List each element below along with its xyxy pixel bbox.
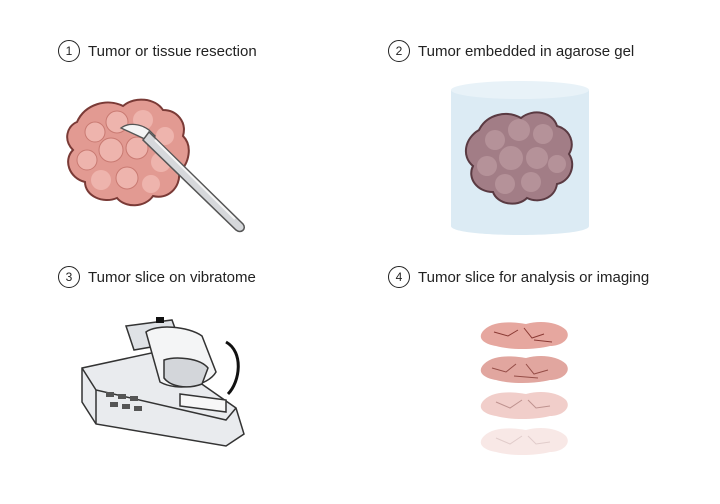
step-3-number: 3	[58, 266, 80, 288]
agarose-embedding-illustration	[451, 81, 589, 235]
tumor-slice-icon-1	[480, 322, 568, 349]
scalpel-icon	[119, 123, 246, 233]
tumor-slices-illustration	[480, 322, 568, 455]
step-1-label: 1 Tumor or tissue resection	[58, 40, 257, 62]
step-1-number: 1	[58, 40, 80, 62]
tumor-slice-icon-2	[480, 356, 568, 383]
vibratome-illustration	[81, 317, 245, 447]
tumor-slice-icon-4	[480, 428, 568, 455]
step-3-text: Tumor slice on vibratome	[88, 268, 256, 286]
step-2-text: Tumor embedded in agarose gel	[418, 42, 635, 60]
step-3-label: 3 Tumor slice on vibratome	[58, 266, 256, 288]
step-4-text: Tumor slice for analysis or imaging	[418, 268, 650, 286]
tumor-resection-illustration	[66, 98, 246, 233]
step-1-text: Tumor or tissue resection	[88, 42, 257, 60]
embedded-tumor-icon	[464, 111, 574, 205]
step-4-number: 4	[388, 266, 410, 288]
step-2-label: 2 Tumor embedded in agarose gel	[388, 40, 634, 62]
vibratome-icon	[81, 317, 245, 447]
tumor-icon	[66, 98, 190, 207]
step-2-number: 2	[388, 40, 410, 62]
step-4-label: 4 Tumor slice for analysis or imaging	[388, 266, 649, 288]
tumor-slice-icon-3	[480, 392, 568, 419]
